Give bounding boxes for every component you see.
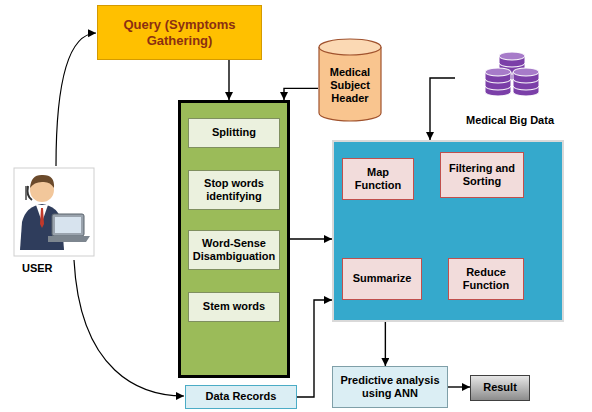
flow-arrow: [284, 88, 318, 100]
node-label: Summarize: [353, 272, 412, 285]
database-cylinder: Medical Subject Header: [318, 38, 382, 122]
flow-arrow: [297, 300, 332, 397]
node-label: Map Function: [346, 166, 410, 192]
analysis-box: Predictive analysis using ANN: [332, 366, 448, 408]
process-box: Word-Sense Disambiguation: [188, 230, 280, 270]
node-label: Filtering and Sorting: [444, 162, 520, 188]
mapreduce-step: Filtering and Sorting: [440, 152, 524, 198]
big-data-store: Medical Big Data: [455, 50, 565, 130]
node-label: Query (Symptoms Gathering): [101, 17, 258, 48]
result-box: Result: [470, 375, 530, 401]
flow-arrow: [448, 386, 470, 387]
node-label: Stop words identifying: [192, 177, 276, 203]
node-label: Word-Sense Disambiguation: [192, 237, 276, 263]
node-label: Stem words: [203, 300, 265, 313]
flow-arrow: [290, 238, 332, 239]
mapreduce-step: Reduce Function: [448, 258, 524, 300]
node-label: Medical Subject Header: [321, 66, 379, 106]
node-label: Result: [483, 381, 517, 394]
node-label: Data Records: [206, 390, 277, 403]
flow-arrow: [430, 78, 455, 140]
process-box: Splitting: [188, 118, 280, 148]
flow-arrow: [385, 322, 386, 366]
data-box: Data Records: [185, 385, 297, 409]
process-box: Stem words: [188, 292, 280, 322]
mapreduce-panel: Map Function Filtering and SortingSummari…: [332, 140, 564, 322]
flow-arrow: [228, 60, 229, 100]
user-flow-line: [56, 33, 184, 396]
mapreduce-step: Summarize: [342, 258, 422, 300]
node-label: Predictive analysis using ANN: [336, 374, 444, 400]
node-label: Medical Big Data: [466, 114, 554, 127]
query-box: Query (Symptoms Gathering): [97, 5, 262, 60]
user-icon: [14, 168, 94, 256]
user-label: USER: [22, 262, 53, 275]
node-label: Reduce Function: [452, 266, 520, 292]
preprocessing-panel: SplittingStop words identifyingWord-Sens…: [178, 100, 290, 378]
process-box: Stop words identifying: [188, 170, 280, 210]
node-label: Splitting: [212, 126, 256, 139]
mapreduce-step: Map Function: [342, 158, 414, 200]
